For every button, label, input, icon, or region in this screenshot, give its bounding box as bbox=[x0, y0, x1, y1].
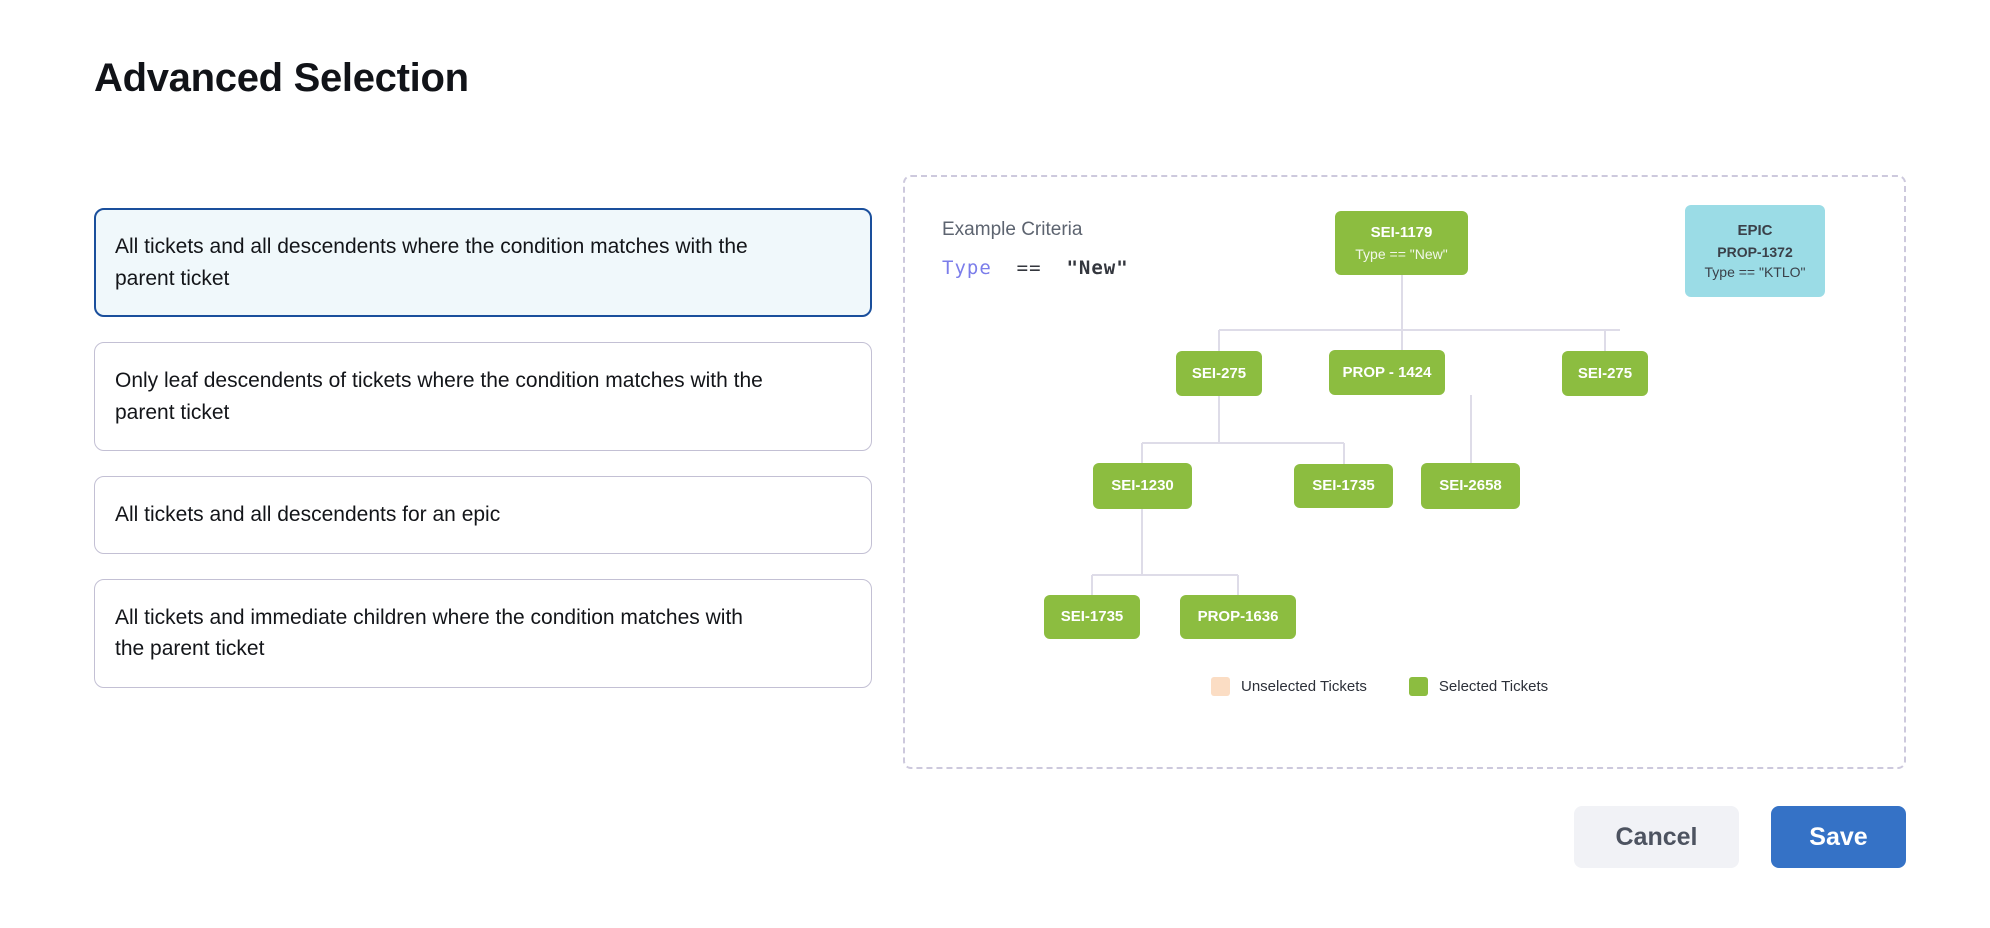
legend-item-unselected: Unselected Tickets bbox=[1211, 677, 1367, 696]
option-card-leaf-descendents[interactable]: Only leaf descendents of tickets where t… bbox=[94, 342, 872, 451]
ticket-hierarchy-tree: SEI-1179 Type == "New" EPIC PROP-1372 Ty… bbox=[905, 177, 1908, 771]
ticket-node-prop-1636[interactable]: PROP-1636 bbox=[1180, 595, 1296, 639]
ticket-node-sei-1230[interactable]: SEI-1230 bbox=[1093, 463, 1192, 509]
option-label: Only leaf descendents of tickets where t… bbox=[115, 369, 763, 424]
selection-options-list: All tickets and all descendents where th… bbox=[94, 208, 872, 713]
ticket-node-epic-prop-1372[interactable]: EPIC PROP-1372 Type == "KTLO" bbox=[1685, 205, 1825, 297]
legend-swatch-selected-icon bbox=[1408, 677, 1428, 696]
dialog-footer: Cancel Save bbox=[1574, 806, 1906, 868]
example-preview-panel: Example Criteria Type == "New" bbox=[903, 175, 1906, 769]
ticket-node-id: SEI-2658 bbox=[1439, 477, 1502, 495]
ticket-node-condition: Type == "New" bbox=[1355, 245, 1448, 262]
legend-swatch-unselected-icon bbox=[1211, 677, 1230, 696]
option-label: All tickets and immediate children where… bbox=[115, 605, 743, 661]
criteria-title: Example Criteria bbox=[942, 219, 1083, 240]
ticket-node-sei-2658[interactable]: SEI-2658 bbox=[1421, 463, 1520, 509]
criteria-expression: Type == "New" bbox=[942, 257, 1129, 279]
ticket-node-id: PROP - 1424 bbox=[1342, 363, 1432, 381]
cancel-button[interactable]: Cancel bbox=[1574, 806, 1739, 868]
ticket-node-id: PROP-1636 bbox=[1197, 608, 1279, 626]
option-label: All tickets and all descendents for an e… bbox=[115, 503, 501, 526]
ticket-node-id: SEI-275 bbox=[1577, 364, 1633, 382]
ticket-node-id: SEI-275 bbox=[1191, 364, 1247, 382]
tree-legend: Unselected Tickets Selected Tickets bbox=[1211, 677, 1548, 696]
ticket-node-id: SEI-1230 bbox=[1111, 477, 1174, 495]
ticket-node-condition: Type == "KTLO" bbox=[1704, 263, 1806, 280]
ticket-node-sei-1735-mid[interactable]: SEI-1735 bbox=[1294, 464, 1393, 508]
criteria-field: Type bbox=[942, 257, 992, 279]
save-button[interactable]: Save bbox=[1771, 806, 1906, 868]
ticket-node-sei-1179[interactable]: SEI-1179 Type == "New" bbox=[1335, 211, 1468, 275]
ticket-node-id: SEI-1735 bbox=[1312, 477, 1375, 495]
legend-label: Unselected Tickets bbox=[1241, 678, 1367, 695]
ticket-node-type: EPIC bbox=[1737, 221, 1773, 239]
ticket-node-id: SEI-1735 bbox=[1060, 608, 1124, 626]
option-label: All tickets and all descendents where th… bbox=[115, 235, 748, 290]
tree-connectors bbox=[1091, 275, 1620, 595]
option-card-immediate-children[interactable]: All tickets and immediate children where… bbox=[94, 578, 872, 688]
option-card-all-descendents[interactable]: All tickets and all descendents where th… bbox=[94, 208, 872, 317]
page-title: Advanced Selection bbox=[94, 56, 469, 100]
ticket-node-prop-1424[interactable]: PROP - 1424 bbox=[1329, 350, 1445, 395]
legend-label: Selected Tickets bbox=[1438, 678, 1549, 695]
legend-item-selected: Selected Tickets bbox=[1408, 677, 1549, 696]
ticket-node-id: PROP-1372 bbox=[1717, 243, 1793, 260]
criteria-operator: == bbox=[1016, 257, 1042, 279]
ticket-node-sei-275-left[interactable]: SEI-275 bbox=[1176, 351, 1262, 396]
ticket-node-sei-1735-leaf[interactable]: SEI-1735 bbox=[1044, 595, 1140, 639]
criteria-value: "New" bbox=[1066, 257, 1129, 279]
ticket-node-sei-275-right[interactable]: SEI-275 bbox=[1562, 351, 1648, 396]
ticket-node-id: SEI-1179 bbox=[1370, 223, 1433, 241]
option-card-epic-descendents[interactable]: All tickets and all descendents for an e… bbox=[94, 476, 872, 554]
